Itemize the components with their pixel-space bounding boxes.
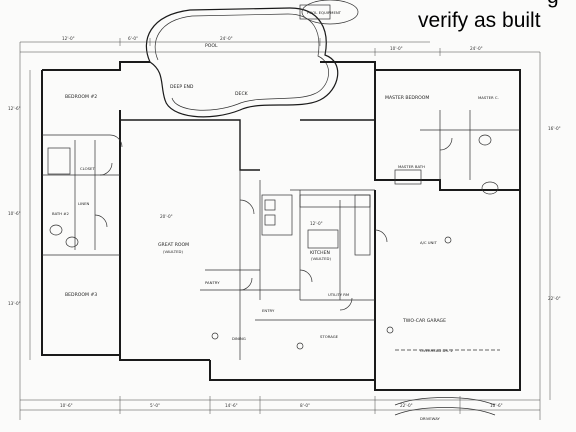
dim-top-3: 24'-0"	[220, 36, 233, 41]
kitchen-counters	[261, 194, 371, 256]
label-closet: CLOSET	[80, 166, 95, 171]
dim-kitchen: 12'-0"	[310, 221, 323, 226]
door-swings	[94, 134, 453, 311]
dim-right-1: 16'-0"	[548, 126, 561, 131]
dim-great-room: 20'-0"	[160, 214, 173, 219]
label-two-car-garage: TWO-CAR GARAGE	[402, 318, 446, 324]
dim-left-3: 13'-0"	[8, 301, 21, 306]
dimension-lines	[19, 38, 551, 420]
label-pool-equipment: POOL EQUIPMENT	[307, 10, 342, 15]
interior-walls	[42, 110, 520, 360]
label-kitchen-sub: (VAULTED)	[311, 256, 331, 261]
label-utility: UTILITY RM	[328, 292, 349, 297]
garage-door	[394, 349, 500, 416]
label-bath-2: BATH #2	[52, 211, 69, 216]
dim-top-5: 24'-0"	[470, 46, 483, 51]
dim-top-2: 6'-0"	[128, 36, 138, 41]
label-kitchen: KITCHEN	[310, 250, 330, 256]
label-dining: DINING	[232, 336, 246, 341]
dim-bottom-5: 22'-0"	[400, 403, 413, 408]
dim-bottom-1: 10'-6"	[60, 403, 73, 408]
label-driveway: DRIVEWAY	[420, 416, 441, 421]
dim-top-4: 10'-0"	[390, 46, 403, 51]
note-partial-line: g	[547, 0, 559, 8]
dim-right-2: 22'-0"	[548, 296, 561, 301]
label-great-room-sub: (VAULTED)	[163, 249, 183, 254]
label-entry: ENTRY	[262, 308, 275, 313]
dim-bottom-2: 5'-0"	[150, 403, 160, 408]
label-storage: STORAGE	[320, 334, 339, 339]
label-ac-unit: A/C UNIT	[420, 240, 437, 245]
label-great-room: GREAT ROOM	[158, 242, 189, 248]
dim-bottom-6: 10'-6"	[490, 403, 503, 408]
label-master-bedroom: MASTER BEDROOM	[385, 95, 429, 101]
label-garage-door: OVERHEAD DR. 2	[420, 348, 453, 353]
label-deep-end: DEEP END	[170, 84, 194, 90]
label-bedroom-3: BEDROOM #3	[65, 292, 97, 298]
exterior-walls	[41, 61, 521, 391]
note-verify-as-built: verify as built	[418, 9, 541, 32]
dim-left-1: 12'-6"	[8, 106, 21, 111]
dim-top-1: 12'-0"	[62, 36, 75, 41]
label-master-closet: MASTER C.	[478, 95, 499, 100]
label-pool: POOL	[205, 43, 218, 49]
pool	[145, 0, 359, 118]
label-pantry: PANTRY	[205, 280, 220, 285]
label-bedroom-2: BEDROOM #2	[65, 94, 97, 100]
dim-left-2: 10'-6"	[8, 211, 21, 216]
label-deck: DECK	[235, 91, 249, 97]
dim-bottom-3: 14'-6"	[225, 403, 238, 408]
fixtures	[47, 134, 499, 350]
label-linen: LINEN	[78, 201, 89, 206]
dim-bottom-4: 8'-0"	[300, 403, 310, 408]
label-master-bath: MASTER BATH	[398, 164, 425, 169]
